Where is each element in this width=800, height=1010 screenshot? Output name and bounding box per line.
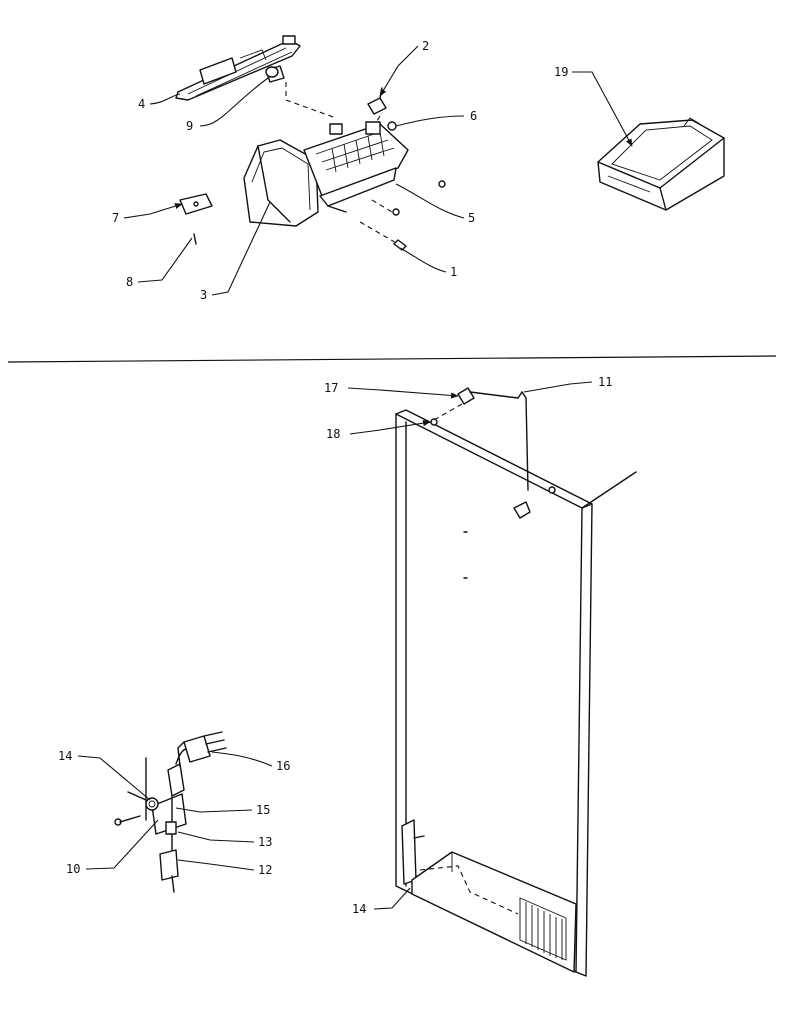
callout-19: 19 (554, 65, 568, 79)
callout-7: 7 (112, 211, 119, 225)
ice-maker-assembly (123, 35, 725, 296)
part-11-tube (513, 391, 556, 519)
part-17-bracket (457, 387, 523, 405)
callout-8: 8 (126, 275, 133, 289)
callout-9: 9 (186, 119, 193, 133)
part-16-connector (177, 731, 227, 767)
water-valve-assembly (77, 731, 273, 893)
callout-18: 18 (326, 427, 340, 441)
section-divider (7, 355, 777, 363)
callout-5: 5 (468, 211, 475, 225)
callout-4: 4 (138, 97, 145, 111)
callout-16: 16 (276, 759, 290, 773)
callout-10: 10 (66, 862, 80, 876)
callout-3: 3 (200, 288, 207, 302)
part-7-plate (179, 193, 213, 215)
part-4-mounting-bracket (175, 35, 301, 101)
part-19-ice-bin (597, 117, 725, 211)
callout-15: 15 (256, 803, 270, 817)
part-9-clip (265, 65, 285, 83)
part-18-grommet (430, 418, 438, 426)
callout-labels: 2 4 9 6 7 5 1 8 3 19 17 11 18 14 16 15 1… (58, 39, 612, 916)
cabinet-back-panel (347, 381, 637, 977)
part-12-bracket (159, 849, 179, 881)
part-2-bracket (367, 87, 387, 115)
callout-6: 6 (470, 109, 477, 123)
callout-14-panel: 14 (352, 902, 366, 916)
part-3-ice-maker-housing (243, 121, 409, 227)
part-1-screw (393, 239, 407, 251)
callout-1: 1 (450, 265, 457, 279)
callout-14-valve: 14 (58, 749, 72, 763)
part-14-valve-knob (145, 797, 159, 811)
part-6-screw (387, 121, 397, 131)
callout-2: 2 (422, 39, 429, 53)
part-8-screw (193, 233, 197, 245)
callout-17: 17 (324, 381, 338, 395)
callout-12: 12 (258, 863, 272, 877)
callout-11: 11 (598, 375, 612, 389)
callout-13: 13 (258, 835, 272, 849)
